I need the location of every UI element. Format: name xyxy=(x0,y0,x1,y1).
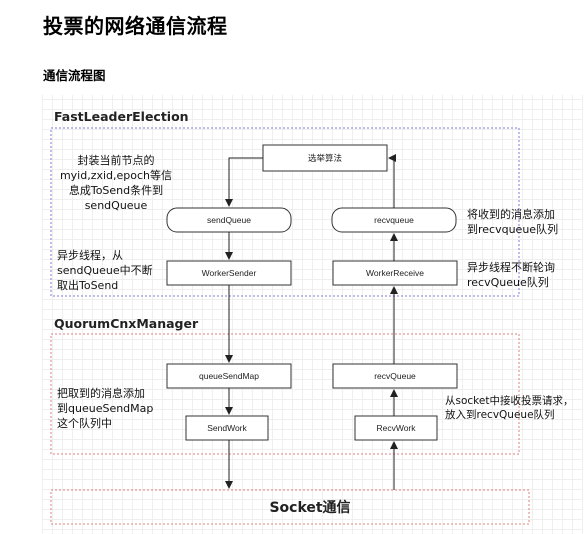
arrow-recvqueue-to-election xyxy=(388,154,396,208)
note-line: 把取到的消息添加 xyxy=(57,386,145,400)
note-async-send: 异步线程，从 sendQueue中不断 取出ToSend xyxy=(57,248,153,292)
worker-receive-label: WorkerReceive xyxy=(366,268,424,278)
note-line: 到queueSendMap xyxy=(57,402,153,415)
note-line: sendQueue xyxy=(85,199,148,212)
note-socket-recv: 从socket中接收投票请求， 放入到recvQueue队列 xyxy=(445,394,573,421)
section-heading: 通信流程图 xyxy=(43,68,106,83)
note-line: 异步线程不断轮询 xyxy=(467,260,555,274)
note-line: 取出ToSend xyxy=(57,278,118,292)
note-add-map: 把取到的消息添加 到queueSendMap 这个队列中 xyxy=(57,386,153,430)
recv-queue2-box xyxy=(332,363,458,389)
note-line: recvQueue队列 xyxy=(467,275,549,289)
qcm-section-label: QuorumCnxManager xyxy=(54,316,199,331)
note-line: sendQueue中不断 xyxy=(57,263,153,277)
socket-label: Socket通信 xyxy=(269,499,350,516)
worker-sender-label: WorkerSender xyxy=(202,268,257,278)
send-queue-label: sendQueue xyxy=(207,215,251,225)
election-label: 选举算法 xyxy=(308,153,342,163)
note-line: 异步线程，从 xyxy=(57,248,123,262)
send-work-box xyxy=(185,415,269,441)
note-line: 息成ToSend条件到 xyxy=(69,183,163,197)
note-encapsulate: 封装当前节点的 myid,zxid,epoch等信 息成ToSend条件到 se… xyxy=(60,153,172,212)
note-line: 从socket中接收投票请求， xyxy=(445,394,573,407)
worker-receive-box xyxy=(332,260,458,286)
note-async-poll: 异步线程不断轮询 recvQueue队列 xyxy=(467,260,555,289)
arrow-election-to-sendqueue xyxy=(225,157,263,207)
queue-send-map-label: queueSendMap xyxy=(199,371,259,381)
note-recv-add: 将收到的消息添加 到recvqueue队列 xyxy=(467,207,558,236)
note-line: 这个队列中 xyxy=(57,416,112,430)
note-line: 放入到recvQueue队列 xyxy=(445,408,555,421)
send-work-label: SendWork xyxy=(207,423,247,433)
recv-work-label: RecvWork xyxy=(376,423,416,433)
page-title: 投票的网络通信流程 xyxy=(43,14,228,38)
note-line: myid,zxid,epoch等信 xyxy=(60,168,172,182)
note-line: 封装当前节点的 xyxy=(78,153,155,167)
worker-sender-box xyxy=(166,260,292,286)
recv-work-box xyxy=(354,415,438,441)
fle-section-label: FastLeaderElection xyxy=(54,109,189,124)
qcm-container xyxy=(50,333,520,455)
note-line: 到recvqueue队列 xyxy=(467,222,558,236)
note-line: 将收到的消息添加 xyxy=(467,207,555,221)
fle-container xyxy=(50,127,520,297)
recv-queue2-label: recvQueue xyxy=(374,371,416,381)
recv-queue-label: recvqueue xyxy=(374,215,414,225)
